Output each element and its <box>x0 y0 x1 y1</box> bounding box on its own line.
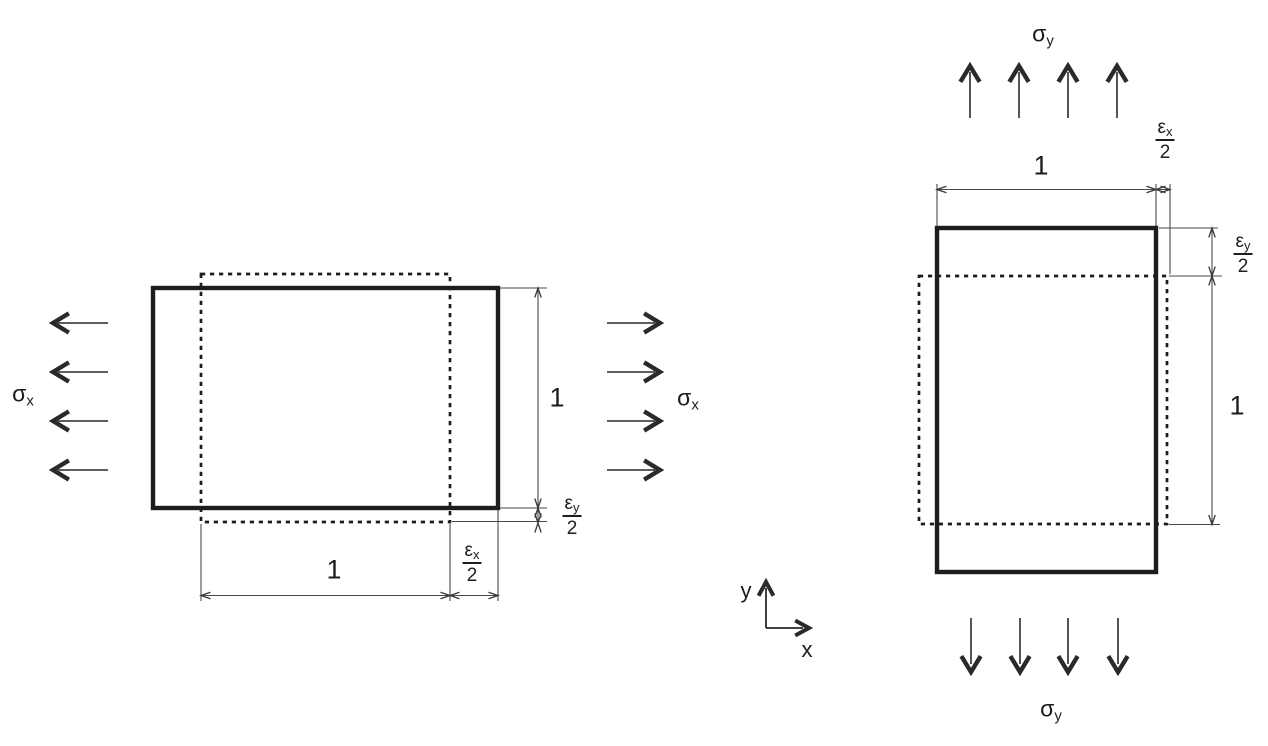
right-dimension-arrowheads <box>934 185 1216 527</box>
sigma-y-top-label: σy <box>1032 20 1054 50</box>
coordinate-axes <box>756 577 814 638</box>
left-dashed-square <box>199 272 452 524</box>
left-dimension-lines <box>200 287 547 601</box>
left-dimension-arrowheads <box>198 285 542 600</box>
sigma-y-arrows-top <box>958 61 1129 118</box>
left-height-dimension-label: 1 <box>549 382 565 413</box>
sigma-y-bottom-label: σy <box>1040 695 1062 725</box>
left-strain-y-label: εy 2 <box>562 493 582 539</box>
sigma-y-arrows-bottom <box>959 618 1130 677</box>
right-dashed-square <box>917 274 1169 526</box>
right-dimension-lines <box>936 184 1222 526</box>
right-element <box>917 61 1222 677</box>
sigma-x-left-label: σx <box>12 380 34 410</box>
left-element <box>48 272 665 601</box>
left-width-dimension-label: 1 <box>326 554 342 585</box>
y-axis-arrowhead <box>756 577 776 597</box>
left-solid-rectangle <box>150 285 501 511</box>
sigma-x-arrows-right <box>607 311 665 482</box>
x-axis-label: x <box>801 637 813 662</box>
right-solid-rectangle <box>934 225 1159 575</box>
right-strain-x-label: εx 2 <box>1155 117 1175 163</box>
right-strain-y-label: εy 2 <box>1233 231 1253 277</box>
y-axis-label: y <box>740 578 752 603</box>
sigma-x-right-label: σx <box>677 384 699 414</box>
right-height-dimension-label: 1 <box>1229 390 1245 421</box>
right-width-dimension-label: 1 <box>1033 150 1049 181</box>
sigma-x-arrows-left <box>48 311 108 482</box>
x-axis-arrowhead <box>794 618 814 638</box>
left-strain-x-label: εx 2 <box>462 540 482 586</box>
